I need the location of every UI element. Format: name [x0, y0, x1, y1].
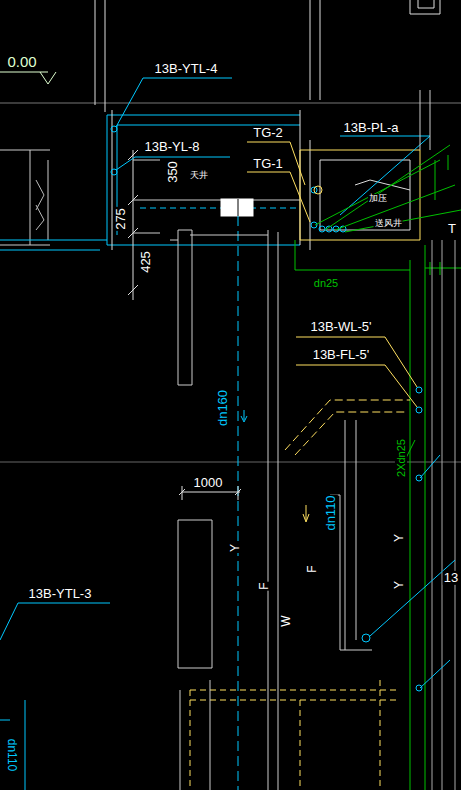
drawing-label: 送风井 [374, 219, 403, 229]
drawing-label: TG-1 [252, 157, 284, 171]
pipe-dimension: dn110 [4, 738, 17, 772]
drawing-label: dn25 [313, 277, 339, 289]
drawing-label: 13B-WL-5' [309, 320, 372, 334]
pipe-dimension: Y [229, 543, 242, 553]
drawing-label: 13B-YTL-4 [154, 62, 219, 76]
pipe-dimension: W [280, 614, 293, 627]
pipe-dimension: 425 [139, 250, 153, 274]
pipe-dimension: dn160 [216, 389, 230, 427]
drawing-label: 1000 [193, 476, 224, 490]
pipe-dimension: Y [393, 533, 406, 543]
drawing-label: 13B-FL-5' [312, 348, 371, 362]
pipe-dimension: 350 [166, 160, 180, 184]
drawing-label: 天井 [189, 171, 209, 181]
pipe-dimension: Y [393, 580, 406, 590]
drawing-label: 13B-YL-8 [144, 140, 201, 154]
drawing-label: 0.00 [6, 54, 37, 71]
drawing-label: 13B-YTL-3 [28, 587, 93, 601]
pipe-dimension: 275 [114, 207, 128, 231]
pipe-dimension: dn110 [324, 494, 338, 531]
drawing-label: 13B-PL-a [343, 121, 400, 135]
pipe-dimension: 2Xdn25 [395, 438, 407, 478]
pipe-dimension: F [258, 581, 271, 590]
drawing-label: 加压 [368, 194, 388, 204]
pipe-dimension: F [306, 564, 319, 573]
drawing-label: TG-2 [252, 126, 284, 140]
drawing-label: T [447, 222, 457, 236]
drawing-label: 13 [443, 571, 459, 585]
